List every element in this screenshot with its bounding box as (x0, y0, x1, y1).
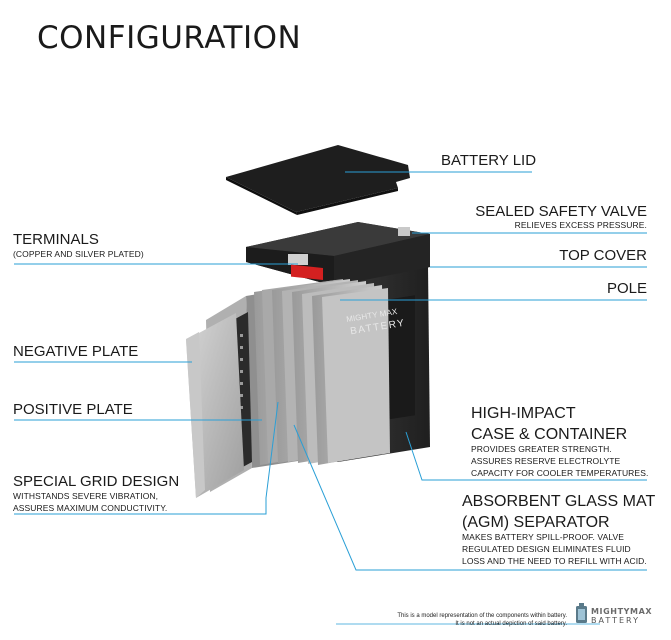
label-terminals: TERMINALS (13, 231, 99, 248)
brand-logo-icon (576, 603, 587, 623)
label-high-impact-sub3: CAPACITY FOR COOLER TEMPERATURES. (471, 468, 649, 478)
label-agm-sub3: LOSS AND THE NEED TO REFILL WITH ACID. (462, 556, 647, 566)
plate-stack-part (246, 279, 390, 468)
label-battery-lid: BATTERY LID (441, 152, 537, 169)
label-special-grid-design: SPECIAL GRID DESIGN (13, 473, 180, 490)
label-sealed-safety-valve: SEALED SAFETY VALVE (475, 203, 647, 220)
label-agm-sub2: REGULATED DESIGN ELIMINATES FLUID (462, 544, 631, 554)
page-title: CONFIGURATION (37, 20, 302, 56)
label-special-grid-design-sub1: WITHSTANDS SEVERE VIBRATION, (13, 491, 159, 501)
label-top-cover: TOP COVER (559, 247, 647, 264)
label-agm-1: ABSORBENT GLASS MAT (462, 493, 656, 510)
label-high-impact-sub2: ASSURES RESERVE ELECTROLYTE (471, 456, 621, 466)
leader-lines (14, 171, 647, 571)
battery-lid-part (226, 145, 410, 215)
disclaimer-line1: This is a model representation of the co… (397, 613, 567, 619)
label-sealed-safety-valve-sub: RELIEVES EXCESS PRESSURE. (514, 220, 647, 230)
top-cover-part (246, 222, 430, 286)
label-agm-sub1: MAKES BATTERY SPILL-PROOF. VALVE (462, 532, 625, 542)
label-high-impact-1: HIGH-IMPACT (471, 405, 576, 422)
logo-line1: MIGHTYMAX (591, 607, 653, 616)
label-special-grid-design-sub2: ASSURES MAXIMUM CONDUCTIVITY. (13, 503, 168, 513)
label-high-impact-sub1: PROVIDES GREATER STRENGTH. (471, 444, 612, 454)
positive-plate-part (186, 332, 205, 498)
label-pole: POLE (606, 280, 647, 297)
label-high-impact-2: CASE & CONTAINER (471, 426, 628, 443)
label-agm-2: (AGM) SEPARATOR (462, 514, 610, 531)
disclaimer-line2: It is not an actual depiction of said ba… (455, 621, 567, 627)
label-positive-plate: POSITIVE PLATE (13, 401, 133, 418)
label-terminals-sub: (COPPER AND SILVER PLATED) (13, 249, 144, 259)
label-negative-plate: NEGATIVE PLATE (13, 343, 139, 360)
logo-line2: BATTERY (591, 616, 640, 625)
